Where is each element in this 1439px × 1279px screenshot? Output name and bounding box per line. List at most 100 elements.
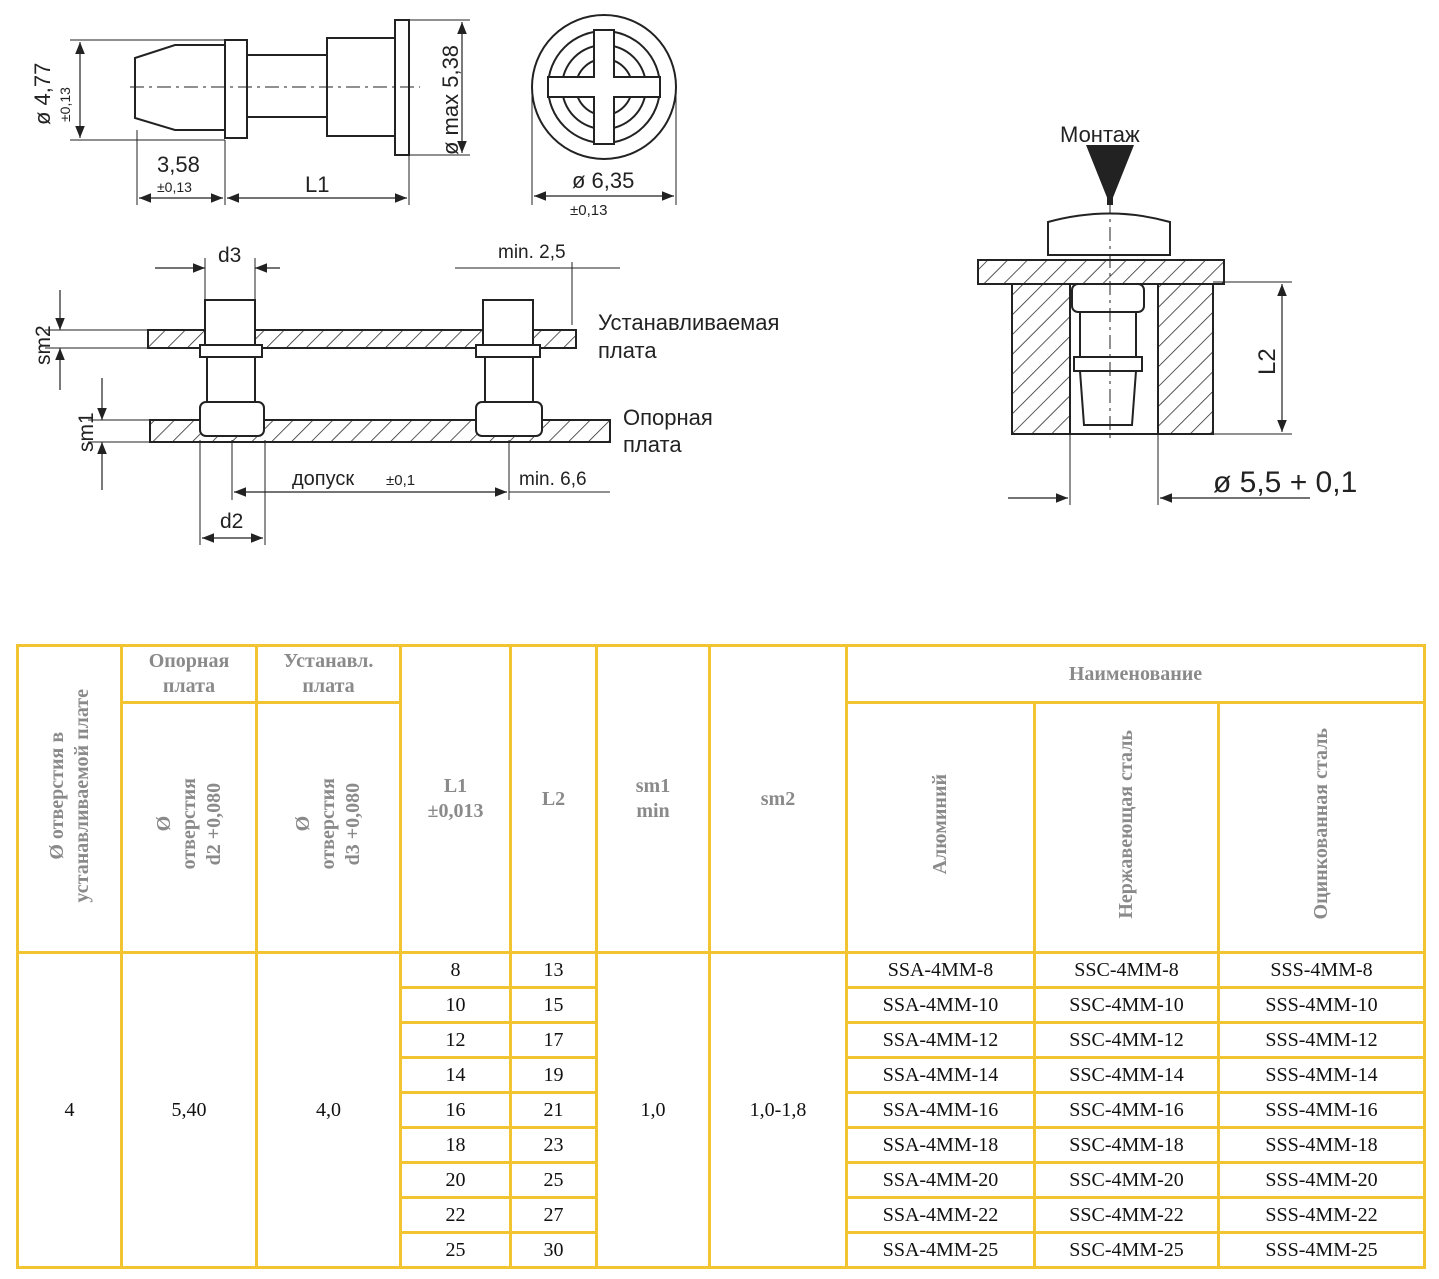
- cell-aluminum-part: SSA-4MM-10: [845, 986, 1036, 1024]
- spacer-end-view: [531, 14, 677, 160]
- l2-label: L2: [1254, 348, 1281, 375]
- cell-aluminum-part: SSA-4MM-20: [845, 1161, 1036, 1199]
- base-board-label-2: плата: [623, 432, 682, 457]
- tol-635-label: ±0,13: [570, 202, 607, 219]
- cell-hole-diameter: 4: [16, 951, 123, 1269]
- cell-galvanized-part: SSS-4MM-25: [1216, 1231, 1427, 1269]
- cell-l1: 22: [399, 1196, 512, 1234]
- cell-galvanized-part: SSS-4MM-20: [1216, 1161, 1427, 1199]
- cell-d3: 4,0: [255, 951, 402, 1269]
- cell-l1: 10: [399, 986, 512, 1024]
- header-hole-diameter: Ø отверстия в устанавливаемой плате: [16, 644, 123, 954]
- spec-table: Ø отверстия в устанавливаемой плате Опор…: [16, 644, 1427, 1269]
- cell-l2: 15: [509, 986, 598, 1024]
- tol-477-label: ±0,13: [57, 87, 73, 122]
- cell-aluminum-part: SSA-4MM-18: [845, 1126, 1036, 1164]
- header-stainless: Нержавеющая сталь: [1033, 701, 1220, 954]
- dia-477-label: ø 4,77: [30, 63, 55, 125]
- cell-aluminum-part: SSA-4MM-12: [845, 1021, 1036, 1059]
- d2-label: d2: [220, 510, 243, 533]
- cell-l2: 25: [509, 1161, 598, 1199]
- header-base-board: Опорная плата: [120, 644, 258, 704]
- cell-l1: 14: [399, 1056, 512, 1094]
- cell-stainless-part: SSC-4MM-10: [1033, 986, 1220, 1024]
- cell-l2: 30: [509, 1231, 598, 1269]
- technical-drawing: ø 4,77 ±0,13 3,58 ±0,13 L1 ø max 5,38 ø …: [30, 14, 1357, 545]
- cell-l2: 19: [509, 1056, 598, 1094]
- cell-stainless-part: SSC-4MM-12: [1033, 1021, 1220, 1059]
- cell-stainless-part: SSC-4MM-25: [1033, 1231, 1220, 1269]
- spacer-side-view: [130, 19, 420, 156]
- cell-stainless-part: SSC-4MM-20: [1033, 1161, 1220, 1199]
- cell-aluminum-part: SSA-4MM-22: [845, 1196, 1036, 1234]
- tolerance-label: допуск: [292, 468, 354, 490]
- header-sm1: sm1 min: [595, 644, 711, 954]
- cell-stainless-part: SSC-4MM-22: [1033, 1196, 1220, 1234]
- mounting-section-view: [977, 200, 1225, 440]
- cell-aluminum-part: SSA-4MM-14: [845, 1056, 1036, 1094]
- cell-stainless-part: SSC-4MM-14: [1033, 1056, 1220, 1094]
- cell-galvanized-part: SSS-4MM-10: [1216, 986, 1427, 1024]
- header-name: Наименование: [844, 644, 1427, 704]
- upper-board-label-1: Устанавливаемая: [598, 310, 779, 335]
- cell-galvanized-part: SSS-4MM-22: [1216, 1196, 1427, 1234]
- cell-galvanized-part: SSS-4MM-14: [1216, 1056, 1427, 1094]
- base-board-label-1: Опорная: [623, 405, 713, 430]
- header-l1: L1 ±0,013: [399, 644, 512, 954]
- cell-galvanized-part: SSS-4MM-16: [1216, 1091, 1427, 1129]
- cell-stainless-part: SSC-4MM-8: [1033, 951, 1220, 989]
- upper-board-label-2: плата: [598, 338, 657, 363]
- header-d2: Ø отверстия d2 +0,080: [120, 701, 258, 954]
- min-66-label: min. 6,6: [519, 469, 587, 490]
- cell-sm2: 1,0-1,8: [708, 951, 848, 1269]
- tol-358-label: ±0,13: [157, 179, 192, 195]
- cell-stainless-part: SSC-4MM-16: [1033, 1091, 1220, 1129]
- cell-l2: 17: [509, 1021, 598, 1059]
- cell-l2: 21: [509, 1091, 598, 1129]
- header-mount-board: Устанавл. плата: [255, 644, 402, 704]
- sm1-label: sm1: [75, 412, 98, 452]
- cell-l1: 12: [399, 1021, 512, 1059]
- cell-l1: 16: [399, 1091, 512, 1129]
- min-25-label: min. 2,5: [498, 242, 566, 263]
- cell-galvanized-part: SSS-4MM-8: [1216, 951, 1427, 989]
- cell-stainless-part: SSC-4MM-18: [1033, 1126, 1220, 1164]
- tolerance-value: ±0,1: [386, 472, 415, 489]
- cell-l2: 27: [509, 1196, 598, 1234]
- header-sm2: sm2: [708, 644, 848, 954]
- cell-l1: 25: [399, 1231, 512, 1269]
- cell-sm1: 1,0: [595, 951, 711, 1269]
- cell-aluminum-part: SSA-4MM-25: [845, 1231, 1036, 1269]
- cell-aluminum-part: SSA-4MM-16: [845, 1091, 1036, 1129]
- dia-max-538-label: ø max 5,38: [438, 45, 463, 155]
- dia-55-label: ø 5,5 + 0,1: [1213, 466, 1357, 499]
- dim-358-label: 3,58: [157, 152, 200, 177]
- sm2-label: sm2: [32, 325, 55, 365]
- cell-galvanized-part: SSS-4MM-12: [1216, 1021, 1427, 1059]
- mounting-label: Монтаж: [1060, 122, 1140, 147]
- cell-galvanized-part: SSS-4MM-18: [1216, 1126, 1427, 1164]
- header-l2: L2: [509, 644, 598, 954]
- cell-l1: 8: [399, 951, 512, 989]
- cell-d2: 5,40: [120, 951, 258, 1269]
- cell-l2: 23: [509, 1126, 598, 1164]
- cell-l1: 20: [399, 1161, 512, 1199]
- l1-label: L1: [305, 172, 329, 197]
- header-aluminum: Алюминий: [845, 701, 1036, 954]
- cell-aluminum-part: SSA-4MM-8: [845, 951, 1036, 989]
- cell-l2: 13: [509, 951, 598, 989]
- cell-l1: 18: [399, 1126, 512, 1164]
- header-galvanized: Оцинкованная сталь: [1216, 701, 1427, 954]
- assembly-view: [147, 299, 611, 443]
- d3-label: d3: [218, 244, 241, 267]
